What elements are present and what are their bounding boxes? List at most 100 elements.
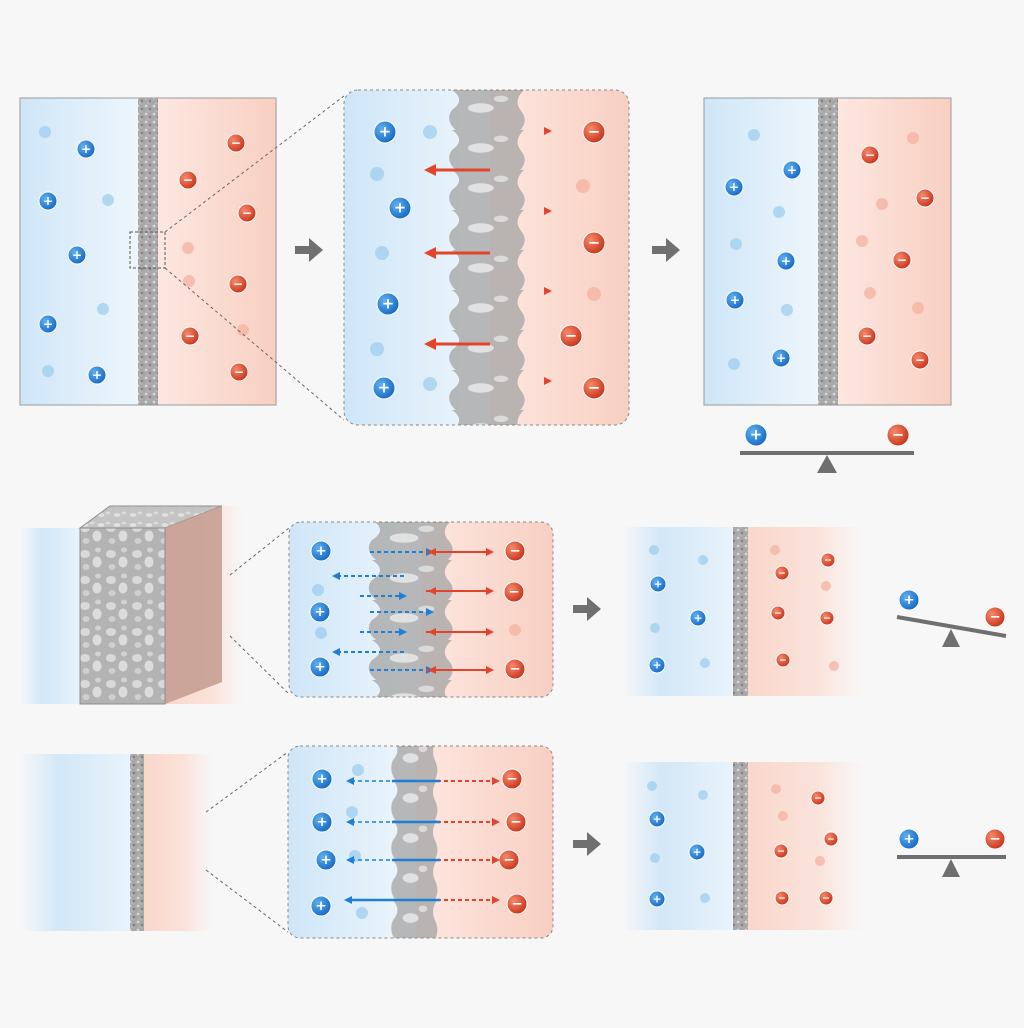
faint-cation-icon <box>650 853 660 863</box>
ion-sign: − <box>822 893 830 904</box>
cation-icon: + <box>310 895 332 917</box>
anion-icon: − <box>819 610 835 626</box>
membrane-pores <box>368 522 453 697</box>
ion-sign: − <box>778 568 786 579</box>
cation-icon: + <box>315 849 337 871</box>
cation-icon: + <box>648 656 666 674</box>
row-3-zoom-lines <box>205 751 289 933</box>
ion-sign: − <box>511 896 522 912</box>
faint-cation-icon <box>42 365 54 377</box>
ion-sign: − <box>989 609 1000 625</box>
anion-icon: − <box>860 145 880 165</box>
faint-cation-icon <box>356 907 368 919</box>
right-arrow-icon <box>573 597 601 621</box>
faint-cation-icon <box>728 358 740 370</box>
ion-sign: − <box>823 613 831 624</box>
faint-anion-icon <box>907 132 919 144</box>
anion-icon: − <box>226 133 246 153</box>
ion-sign: − <box>779 655 787 666</box>
cation-icon: + <box>76 139 96 159</box>
faint-anion-icon <box>182 242 194 254</box>
cation-icon: + <box>688 843 706 861</box>
cation-icon: + <box>782 160 802 180</box>
anion-icon: − <box>810 790 826 806</box>
ion-sign: + <box>72 248 82 262</box>
ion-sign: + <box>394 199 406 217</box>
membrane-pores <box>449 90 525 425</box>
faint-cation-icon <box>700 893 710 903</box>
cation-icon: + <box>648 890 666 908</box>
ion-sign: − <box>824 555 832 566</box>
seesaw-balance-icon: +− <box>896 589 1007 647</box>
ion-sign: − <box>510 814 521 830</box>
seesaw-balance-icon: +− <box>740 423 914 473</box>
ion-sign: + <box>692 845 701 858</box>
cation-icon: + <box>372 376 396 400</box>
anion-icon: − <box>504 658 526 680</box>
row-1: +++++−−−−−− ++++−−−− +++++− <box>19 89 952 473</box>
faint-cation-icon <box>650 623 660 633</box>
anion-icon: − <box>984 828 1006 850</box>
cation-icon: + <box>744 423 768 447</box>
anion-icon: − <box>984 606 1006 628</box>
ion-sign: − <box>185 329 195 343</box>
row-3-result-panel: +++−−−−− <box>622 762 866 930</box>
ion-sign: + <box>652 812 661 825</box>
ion-sign: + <box>320 852 331 868</box>
cation-icon: + <box>689 609 707 627</box>
ion-sign: − <box>588 234 600 252</box>
faint-anion-icon <box>183 275 195 287</box>
cation-icon: + <box>898 828 920 850</box>
ion-sign: + <box>315 543 326 559</box>
membrane <box>138 98 158 405</box>
faint-cation-icon <box>700 658 710 668</box>
anion-icon: − <box>823 831 839 847</box>
ion-sign: − <box>989 831 1000 847</box>
ion-sign: − <box>588 123 600 141</box>
ion-sign: + <box>378 379 390 397</box>
ion-sign: − <box>565 327 577 345</box>
ion-sign: − <box>862 329 872 343</box>
faint-cation-icon <box>773 206 785 218</box>
anion-icon: − <box>501 768 523 790</box>
row-2: +++−−− +++−−−−− +− <box>20 505 1007 705</box>
cation-icon: + <box>776 251 796 271</box>
faint-anion-icon <box>829 661 839 671</box>
cation-icon: + <box>724 177 744 197</box>
ion-sign: − <box>892 426 904 444</box>
cation-icon: + <box>38 191 58 211</box>
anion-icon: − <box>506 893 528 915</box>
ion-sign: + <box>903 831 914 847</box>
anion-icon: − <box>503 581 525 603</box>
anion-icon: − <box>178 170 198 190</box>
ion-sign: + <box>750 426 762 444</box>
ion-sign: − <box>814 793 822 804</box>
cation-icon: + <box>311 811 333 833</box>
ion-sign: − <box>503 852 514 868</box>
ion-sign: − <box>242 206 252 220</box>
anion-icon: − <box>237 203 257 223</box>
ion-sign: + <box>730 293 740 307</box>
ion-sign: − <box>588 379 600 397</box>
ion-sign: − <box>509 543 520 559</box>
ion-sign: + <box>43 317 53 331</box>
ion-sign: + <box>379 123 391 141</box>
faint-anion-icon <box>778 811 788 821</box>
row-2-result-panel: +++−−−−− <box>622 527 866 696</box>
anion-icon: − <box>774 565 790 581</box>
faint-cation-icon <box>375 246 389 260</box>
ion-sign: + <box>787 163 797 177</box>
ion-sign: + <box>653 577 662 590</box>
anion-icon: − <box>818 890 834 906</box>
anion-icon: − <box>505 811 527 833</box>
right-arrow-icon <box>652 238 680 262</box>
cation-icon: + <box>67 245 87 265</box>
faint-cation-icon <box>312 584 324 596</box>
zoom-region <box>129 231 166 269</box>
faint-cation-icon <box>352 764 364 776</box>
seesaw-balance-icon: +− <box>897 828 1006 877</box>
anion-icon: − <box>582 120 606 144</box>
ion-sign: + <box>652 658 661 671</box>
faint-anion-icon <box>509 624 521 636</box>
